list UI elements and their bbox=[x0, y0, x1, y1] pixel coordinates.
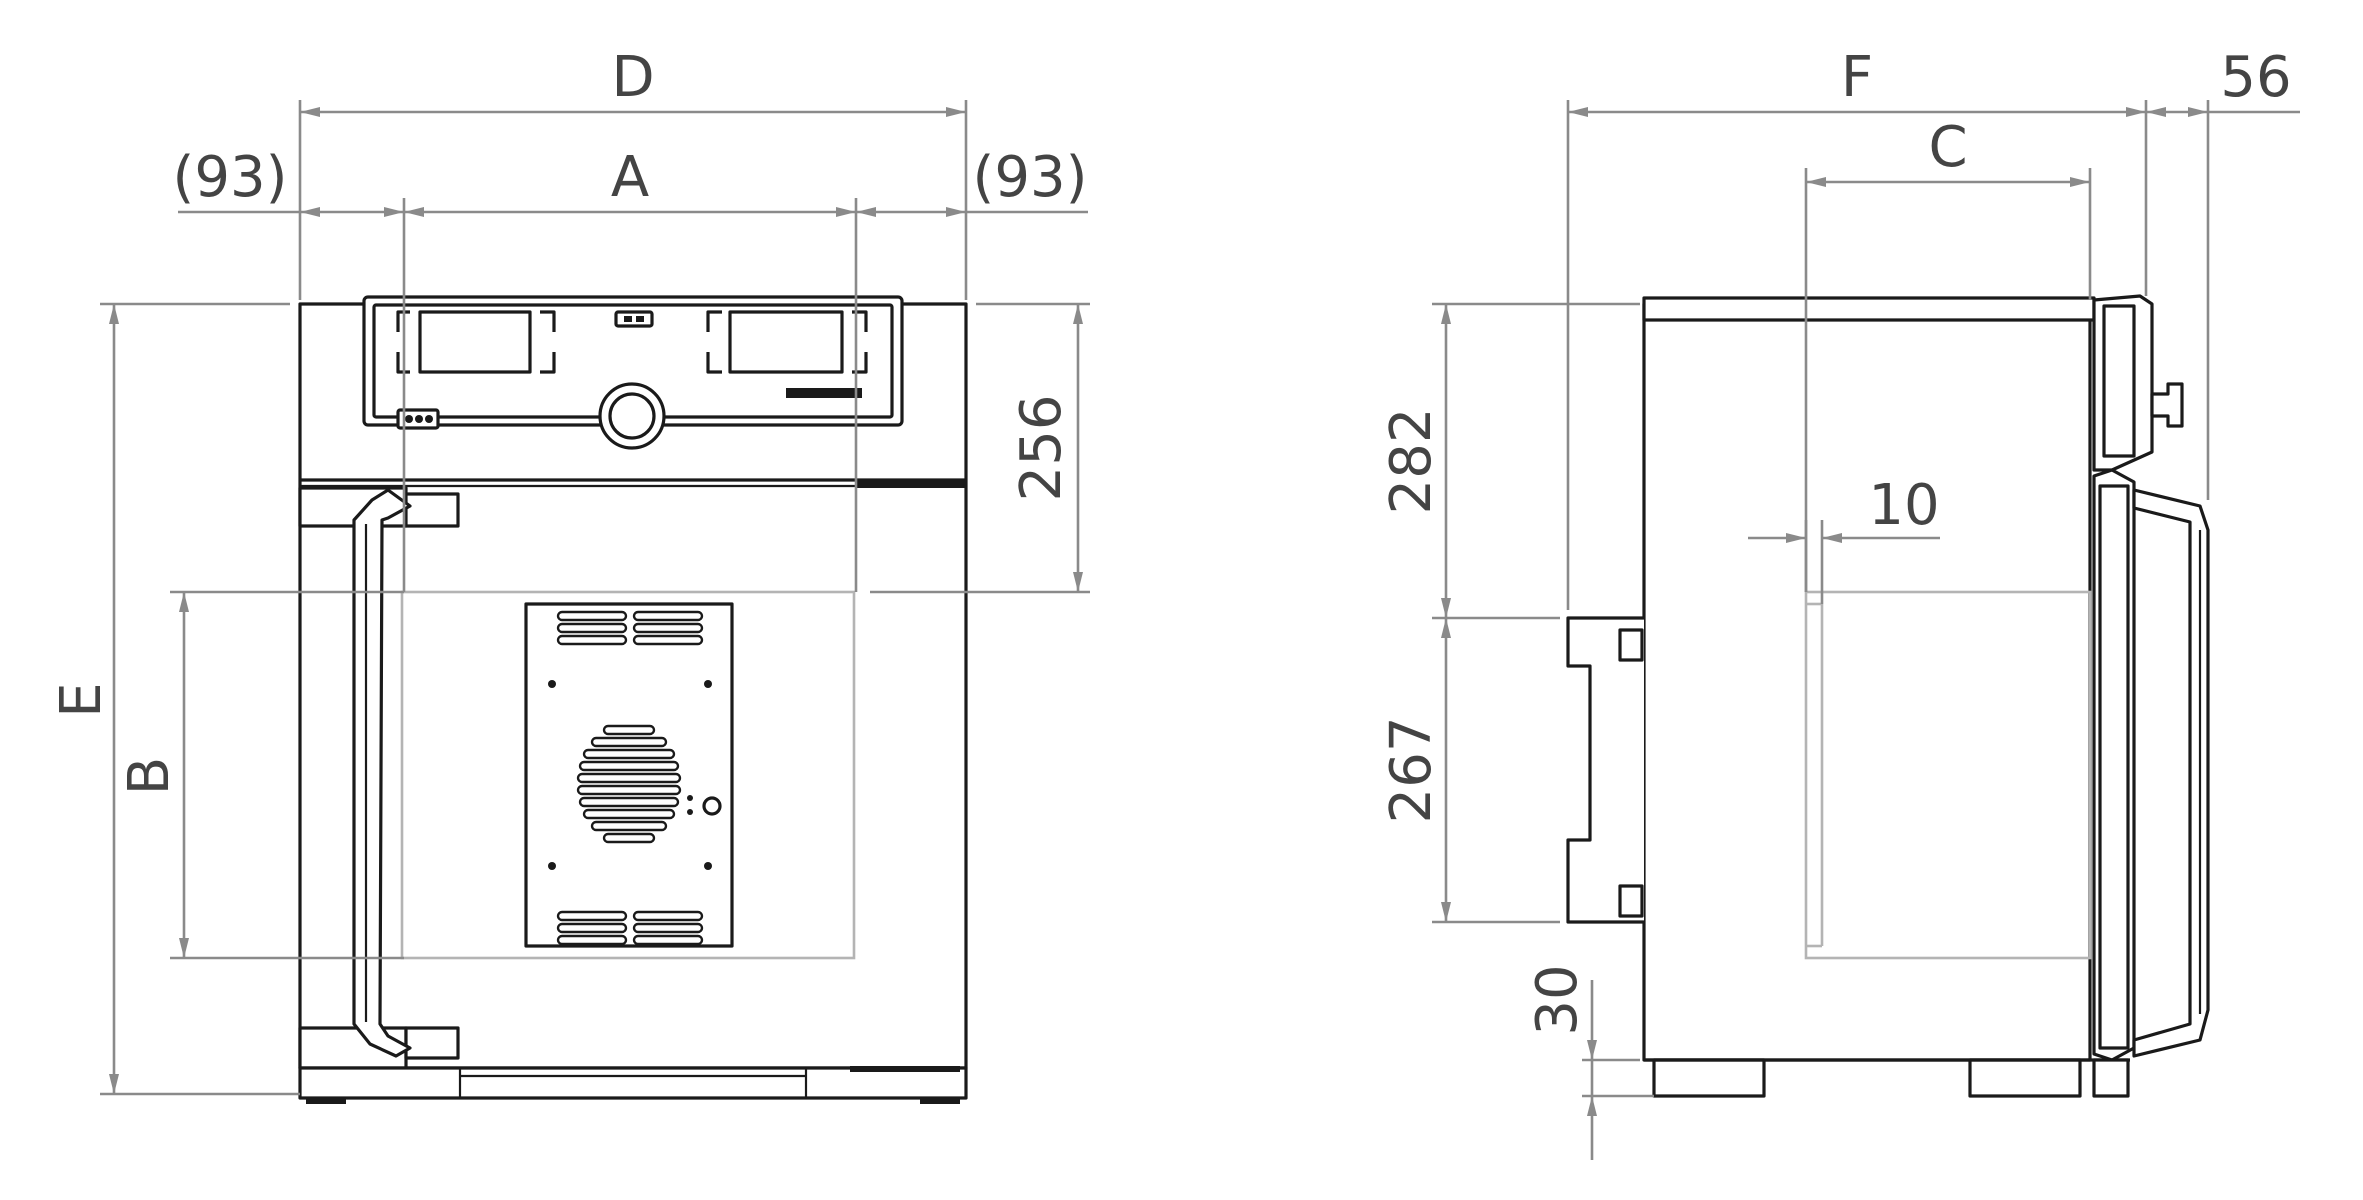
dim-label-93-right: (93) bbox=[973, 145, 1088, 210]
dim-label-267: 267 bbox=[1379, 717, 1444, 824]
right-display bbox=[728, 310, 844, 374]
dim-label-10: 10 bbox=[1868, 473, 1939, 538]
door-handle bbox=[352, 488, 412, 1058]
side-body bbox=[1642, 302, 2092, 1062]
front-dimensions: D A (93) (93) E B 256 bbox=[49, 45, 1090, 1096]
side-chamber-outline bbox=[1804, 590, 2092, 960]
foot-rear bbox=[1652, 1058, 1766, 1098]
side-view bbox=[1566, 294, 2210, 1098]
fan-grille bbox=[576, 724, 682, 844]
plinth bbox=[298, 1066, 968, 1100]
chamber-outline bbox=[400, 590, 856, 960]
dim-label-30: 30 bbox=[1525, 964, 1590, 1035]
rear-bracket bbox=[1566, 616, 1644, 924]
side-knob bbox=[2150, 382, 2184, 428]
dim-label-C: C bbox=[1928, 115, 1967, 180]
logo-plate bbox=[786, 388, 862, 398]
fan-cover bbox=[524, 602, 734, 948]
dim-label-56: 56 bbox=[2220, 45, 2291, 110]
side-dimensions: F C 56 282 267 30 10 bbox=[1379, 45, 2300, 1160]
dim-label-93-left: (93) bbox=[173, 145, 288, 210]
control-panel bbox=[362, 295, 904, 450]
foot-front bbox=[1968, 1058, 2082, 1098]
dim-label-282: 282 bbox=[1379, 408, 1444, 515]
dim-label-B: B bbox=[117, 757, 182, 795]
dim-label-A: A bbox=[611, 145, 649, 210]
dim-label-256: 256 bbox=[1009, 395, 1074, 502]
side-door-handle bbox=[2132, 488, 2210, 1058]
status-badge bbox=[614, 310, 654, 328]
left-display bbox=[418, 310, 532, 374]
front-view bbox=[298, 295, 968, 1104]
dim-label-E: E bbox=[49, 682, 114, 717]
dim-label-F: F bbox=[1841, 45, 1873, 110]
dim-label-D: D bbox=[611, 45, 654, 110]
